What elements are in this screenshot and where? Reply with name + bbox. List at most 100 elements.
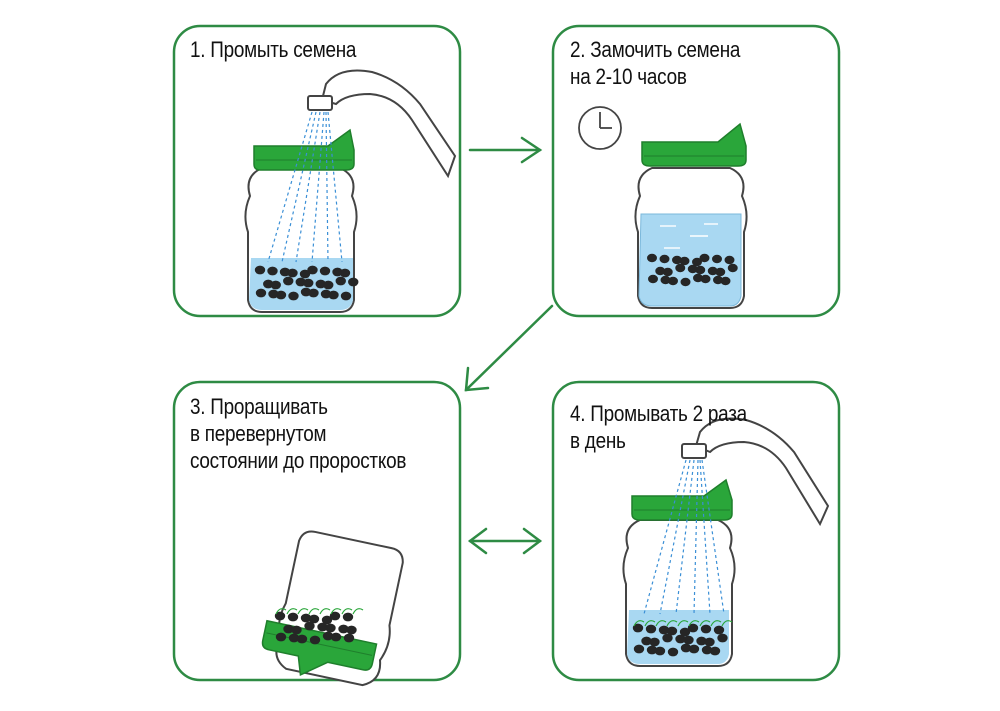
water-stream xyxy=(267,111,343,263)
seed xyxy=(713,275,723,285)
seed xyxy=(275,632,287,642)
seed xyxy=(322,631,334,641)
water-stream xyxy=(643,459,725,615)
seed xyxy=(633,644,645,654)
seed xyxy=(662,267,673,277)
seed xyxy=(660,275,671,285)
seed xyxy=(267,266,278,276)
seed xyxy=(308,614,320,624)
seed xyxy=(712,254,722,264)
sprout xyxy=(655,620,667,627)
seed xyxy=(667,647,679,657)
seed xyxy=(700,624,712,634)
seed xyxy=(346,625,357,635)
seed xyxy=(704,637,715,647)
seed xyxy=(296,634,308,644)
arrow-down-left-icon xyxy=(464,304,554,392)
seed xyxy=(299,269,311,279)
seed xyxy=(695,265,706,275)
seed xyxy=(287,268,298,278)
seed xyxy=(666,626,678,636)
seed xyxy=(343,633,355,643)
seed xyxy=(679,627,691,637)
sprout xyxy=(688,620,700,627)
seed xyxy=(701,645,713,655)
seed xyxy=(328,290,339,300)
sprout xyxy=(644,620,656,627)
seed xyxy=(715,267,726,277)
sprout xyxy=(721,620,733,627)
seed xyxy=(270,280,281,290)
sprout xyxy=(710,620,722,627)
step-3-title: 3. Проращивать в перевернутом состоянии … xyxy=(190,394,407,473)
seed xyxy=(659,254,670,264)
seed xyxy=(680,643,692,653)
sprout xyxy=(319,608,331,615)
seed xyxy=(632,623,644,633)
seed xyxy=(675,634,686,644)
step-4-title: 4. Промывать 2 раза в день xyxy=(570,401,747,453)
step-2-title: 2. Замочить семена на 2-10 часов xyxy=(570,37,741,89)
faucet-icon xyxy=(307,69,457,179)
seed xyxy=(335,276,346,286)
step-1-title: 1. Промыть семена xyxy=(190,37,357,62)
seed xyxy=(687,264,698,274)
seed xyxy=(679,256,690,266)
seeds xyxy=(254,265,359,301)
seed xyxy=(687,623,699,633)
seed xyxy=(319,266,331,276)
sprout xyxy=(633,620,645,627)
seed xyxy=(308,288,319,298)
seed xyxy=(709,646,721,656)
seed xyxy=(325,623,336,633)
sprout xyxy=(352,608,364,615)
seed xyxy=(724,255,735,265)
seed xyxy=(339,268,351,278)
seed xyxy=(300,613,312,623)
seed xyxy=(654,646,666,656)
seed xyxy=(680,277,691,287)
seed xyxy=(672,255,682,265)
seed xyxy=(307,265,318,275)
seed xyxy=(717,633,728,643)
clock-icon xyxy=(578,106,622,150)
seeds xyxy=(274,611,357,645)
seed xyxy=(291,625,302,635)
seed xyxy=(688,644,700,654)
sprout xyxy=(677,620,689,627)
seeds xyxy=(632,623,728,657)
seed xyxy=(348,277,359,287)
sprout xyxy=(666,620,678,627)
seed xyxy=(699,253,710,263)
seed xyxy=(303,278,314,288)
seed xyxy=(321,615,333,625)
seed xyxy=(342,612,354,622)
seed xyxy=(720,276,731,286)
seed xyxy=(700,274,711,284)
seed xyxy=(254,265,266,275)
seed xyxy=(646,645,658,655)
seed xyxy=(317,622,328,632)
seed xyxy=(283,624,294,634)
seed xyxy=(323,280,334,290)
sprout xyxy=(699,620,711,627)
seed xyxy=(707,266,718,276)
seed xyxy=(338,624,349,634)
seed xyxy=(641,636,652,646)
seed xyxy=(696,636,707,646)
seed xyxy=(647,253,657,263)
seed xyxy=(288,633,300,643)
seed xyxy=(655,266,666,276)
sprout xyxy=(330,608,342,615)
sprouts xyxy=(275,608,364,615)
seed xyxy=(727,263,738,273)
seed xyxy=(340,291,352,301)
seed xyxy=(309,635,321,645)
seed xyxy=(645,624,657,634)
seed xyxy=(658,625,670,635)
seed xyxy=(693,273,703,283)
seed xyxy=(287,612,299,622)
seed xyxy=(675,263,686,273)
